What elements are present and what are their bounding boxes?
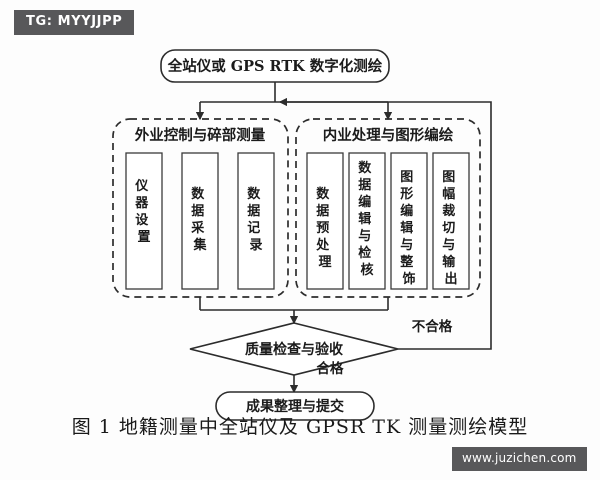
node-graphic-edit-label: 图 形 编 辑 与 整 饰 xyxy=(399,170,418,287)
decision-quality-check-label: 质量检查与验收 xyxy=(245,341,344,358)
group-field-work-title: 外业控制与碎部测量 xyxy=(135,126,266,144)
node-data-collection-box xyxy=(181,152,219,290)
group-office-work-title: 内业处理与图形编绘 xyxy=(323,126,454,144)
edge-label-pass: 合格 xyxy=(317,360,344,377)
node-data-record-label: 数 据 记 录 xyxy=(247,186,265,253)
terminal-node-box xyxy=(215,391,375,421)
node-data-edit-check-label: 数 据 编 辑 与 检 核 xyxy=(358,160,376,278)
node-sheet-clip-output-label: 图 幅 裁 切 与 输 出 xyxy=(442,170,460,287)
node-data-preprocess-label: 数 据 预 处 理 xyxy=(315,186,334,270)
top-node-label: 全站仪或 GPS RTK 数字化测绘 xyxy=(167,57,383,75)
terminal-node-label: 成果整理与提交 xyxy=(246,398,344,415)
node-data-collection-label: 数 据 采 集 xyxy=(190,186,209,253)
edge-fail-loop xyxy=(300,101,492,350)
node-data-edit-check-box xyxy=(348,152,386,290)
node-instrument-setup-label: 仪 器 设 置 xyxy=(134,179,153,245)
node-sheet-clip-output-box xyxy=(432,152,470,290)
edge-label-fail: 不合格 xyxy=(412,318,453,335)
node-data-record-box xyxy=(237,152,275,290)
site-watermark: www.juzichen.com xyxy=(452,447,587,472)
tag-watermark: TG: MYYJJPP xyxy=(14,10,135,36)
node-instrument-setup-box xyxy=(125,152,163,290)
node-data-preprocess-box xyxy=(306,152,344,290)
node-graphic-edit-box xyxy=(390,152,428,290)
figure-caption: 图 1 地籍测量中全站仪及 GPSR TK 测量测绘模型 xyxy=(71,416,529,438)
